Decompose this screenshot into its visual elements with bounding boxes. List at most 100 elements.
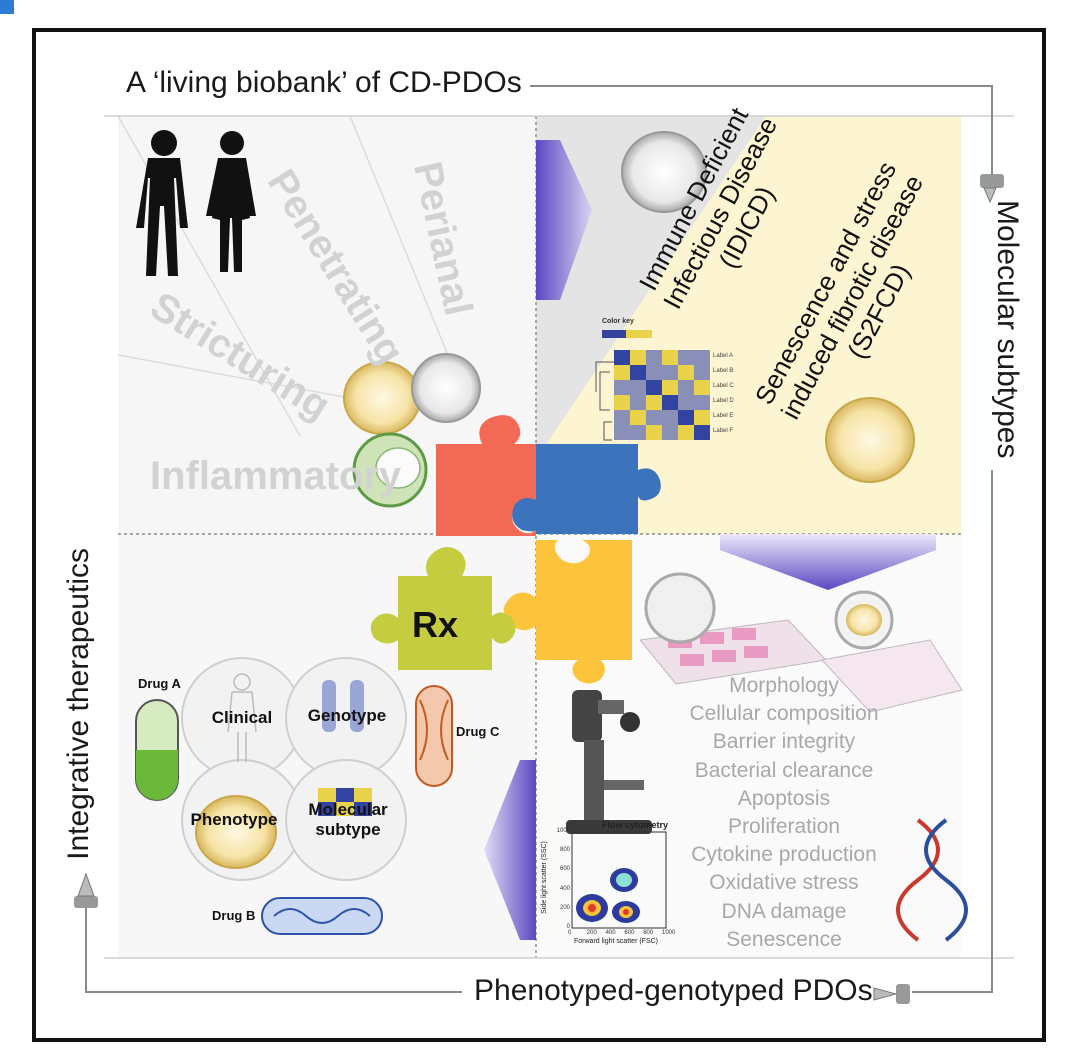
flow-xtick: 600 xyxy=(624,930,635,936)
flow-ytick: 800 xyxy=(559,847,570,854)
organoid-grey-icon xyxy=(411,353,481,423)
flow-xlabel: Forward light scatter (FSC) xyxy=(574,938,659,945)
heatmap-cell xyxy=(614,365,630,380)
heatmap-cell xyxy=(646,395,662,410)
heatmap-cell xyxy=(662,350,678,365)
heatmap-cell xyxy=(646,350,662,365)
connector-right-bottom xyxy=(912,470,993,993)
heatmap-cell xyxy=(614,410,630,425)
heatmap-cell xyxy=(614,380,630,395)
assay-item: DNA damage xyxy=(721,899,847,923)
clinical-label: Clinical xyxy=(211,708,273,727)
microscope-icon xyxy=(566,690,652,834)
rx-label: Rx xyxy=(412,604,459,645)
corner-accent-mark xyxy=(0,0,14,14)
assay-item: Barrier integrity xyxy=(712,730,856,754)
heatmap-cell xyxy=(630,350,646,365)
heatmap-cell xyxy=(678,380,694,395)
heatmap-row-label: Label F xyxy=(713,428,734,434)
assay-item: Proliferation xyxy=(727,815,841,838)
flow-ytick: 400 xyxy=(559,885,570,892)
assay-item: Cytokine production xyxy=(691,843,877,867)
drug-b-label: Drug B xyxy=(212,908,256,923)
organoid-yellow-icon xyxy=(825,397,915,483)
flow-xtick: 400 xyxy=(605,930,616,936)
heatmap-cell xyxy=(646,425,662,440)
flow-ytick: 1000 xyxy=(556,828,570,834)
arrow-down-purple xyxy=(720,534,936,590)
assay-item: Senescence xyxy=(726,927,842,951)
heatmap-cell xyxy=(694,365,710,380)
heatmap-cell xyxy=(646,410,662,425)
drug-b-capsule-icon xyxy=(261,897,383,935)
flow-ylabel: Side light scatter (SSC) xyxy=(540,841,548,914)
human-silhouette-icon xyxy=(136,130,188,276)
connector-top-right xyxy=(530,85,993,176)
heatmap-color-key-label: Color key xyxy=(602,318,634,325)
human-outline-icon xyxy=(227,673,257,762)
pointing-hand-icon xyxy=(873,984,910,1004)
connector-bottom-left xyxy=(85,902,462,993)
molecular-subtype-line-2: subtype xyxy=(315,820,381,839)
heatmap-cell xyxy=(678,410,694,425)
heatmap-cell xyxy=(662,380,678,395)
puzzle-piece-yellow xyxy=(503,540,632,684)
well-plate-icon xyxy=(639,572,828,685)
assay-item: Bacterial clearance xyxy=(694,758,874,782)
heatmap-dendrogram xyxy=(595,330,652,441)
heatmap-cell xyxy=(662,365,678,380)
puzzle-piece-green xyxy=(370,547,516,670)
heatmap-cell xyxy=(614,395,630,410)
phenotype-label: Phenotype xyxy=(190,810,278,829)
assay-item: Morphology xyxy=(729,674,839,697)
title-integrative-therapeutics: Integrative therapeutics xyxy=(62,548,95,860)
assay-item: Oxidative stress xyxy=(709,871,859,895)
heatmap-cell xyxy=(662,395,678,410)
organoid-grey-icon xyxy=(621,131,707,213)
pointing-hand-icon xyxy=(980,174,1004,204)
heatmap-cell xyxy=(630,410,646,425)
drug-c-label: Drug C xyxy=(456,724,500,739)
title-molecular-subtypes: Molecular subtypes xyxy=(991,200,1024,459)
flow-cytometry-title: Flow cytometry xyxy=(602,820,669,830)
heatmap-cell xyxy=(630,395,646,410)
heatmap-cell xyxy=(614,350,630,365)
heatmap-cell xyxy=(694,395,710,410)
heatmap-cell xyxy=(678,395,694,410)
intestine-lumen-icon xyxy=(375,447,421,489)
title-living-biobank: A ‘living biobank’ of CD-PDOs xyxy=(126,66,522,99)
organoid-yellow-icon xyxy=(343,361,421,435)
heatmap-cell xyxy=(694,425,710,440)
chromosome-icon xyxy=(322,680,364,732)
flow-ytick: 0 xyxy=(566,924,570,930)
drug-a-label: Drug A xyxy=(138,676,181,691)
flow-ytick: 600 xyxy=(559,866,570,873)
heatmap-cell xyxy=(630,380,646,395)
flow-xtick: 0 xyxy=(568,930,572,936)
heatmap-row-label: Label A xyxy=(713,353,734,359)
mini-heatmap-icon xyxy=(318,788,372,816)
heatmap-cell xyxy=(678,365,694,380)
heatmap-cell xyxy=(646,365,662,380)
puzzle-piece-blue xyxy=(512,444,661,534)
molecular-subtype-label: Molecular subtype xyxy=(300,800,396,840)
heatmap-matrix xyxy=(614,350,710,440)
well-plate-icon xyxy=(821,590,963,713)
dna-helix-icon xyxy=(896,818,968,942)
flow-xtick: 800 xyxy=(643,930,654,936)
phenotype-separator xyxy=(117,354,361,401)
label-inflammatory: Inflammatory xyxy=(150,454,402,498)
organoid-yellow-icon xyxy=(195,795,277,869)
phenotype-separator xyxy=(349,115,451,361)
heatmap-cell xyxy=(630,425,646,440)
heatmap-cell xyxy=(678,425,694,440)
heatmap-cell xyxy=(694,350,710,365)
title-phenotyped-genotyped: Phenotyped-genotyped PDOs xyxy=(474,974,873,1007)
pointing-hand-icon xyxy=(74,872,98,908)
heatmap-row-label: Label D xyxy=(713,398,734,404)
flow-xtick: 200 xyxy=(586,930,597,936)
assay-item: Apoptosis xyxy=(737,786,831,810)
human-silhouette-icon xyxy=(206,131,256,272)
heatmap-cell xyxy=(694,380,710,395)
heatmap-cell xyxy=(630,365,646,380)
